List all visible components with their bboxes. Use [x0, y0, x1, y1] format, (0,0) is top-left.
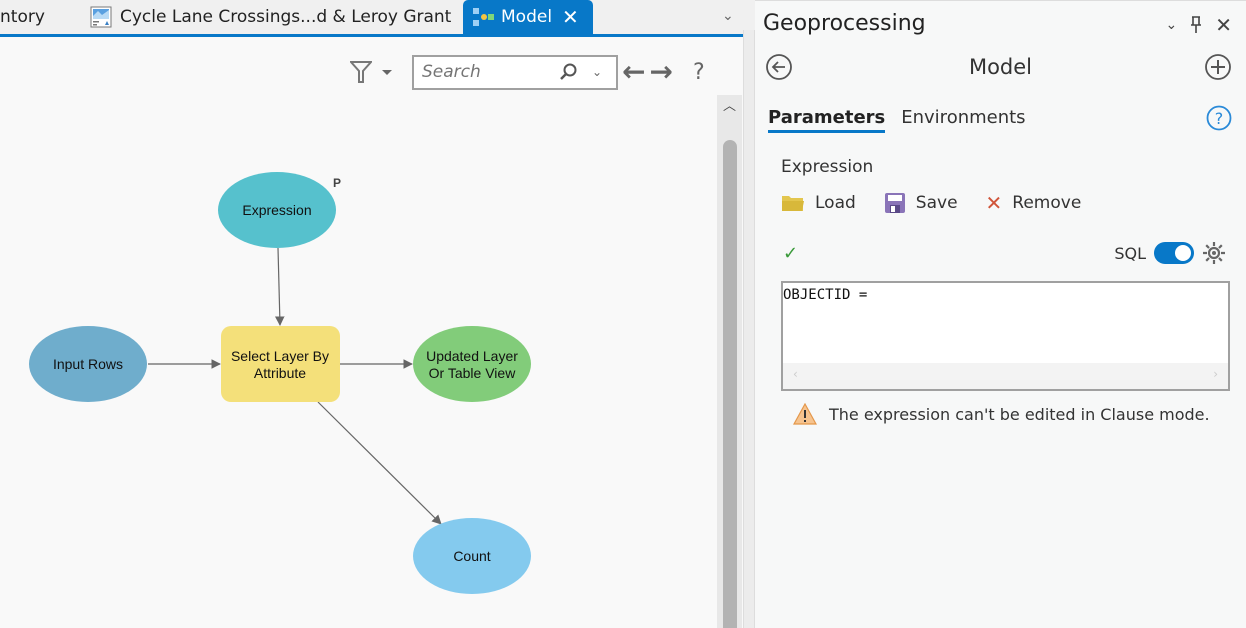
pane-title: Geoprocessing: [763, 11, 926, 36]
node-label: Count: [453, 548, 490, 564]
sql-toggle-row: SQL: [1114, 241, 1226, 265]
valid-check-icon: ✓: [783, 243, 799, 264]
warning-icon: [793, 403, 817, 425]
node-expression[interactable]: Expression P: [218, 172, 341, 248]
sql-expression-editor[interactable]: OBJECTID = ‹ ›: [781, 281, 1230, 391]
sql-toggle[interactable]: [1154, 242, 1194, 264]
parameter-label: Expression: [781, 157, 874, 177]
vertical-scrollbar[interactable]: ︿: [717, 95, 742, 628]
scrollbar-thumb[interactable]: [723, 140, 737, 628]
save-button[interactable]: Save: [884, 192, 958, 214]
load-button[interactable]: Load: [781, 193, 856, 213]
node-label: Select Layer By: [231, 348, 329, 364]
folder-icon: [782, 196, 804, 211]
model-view-pane: ntory Cycle Lane Crossings...d & Leroy G…: [0, 0, 744, 628]
expression-text[interactable]: OBJECTID =: [783, 287, 868, 303]
save-label: Save: [915, 193, 958, 213]
back-icon[interactable]: [765, 53, 793, 81]
chevron-down-icon[interactable]: ⌄: [722, 8, 734, 24]
warning-text: The expression can't be edited in Clause…: [829, 404, 1210, 424]
sql-label: SQL: [1114, 243, 1146, 263]
add-icon[interactable]: [1204, 53, 1232, 81]
pin-icon[interactable]: [1189, 16, 1203, 34]
tab-environments[interactable]: Environments: [901, 107, 1026, 128]
model-canvas[interactable]: Expression P Input Rows Select Layer By …: [0, 40, 715, 628]
edge-select-to-count[interactable]: [317, 401, 442, 525]
help-icon[interactable]: ?: [1206, 105, 1232, 131]
remove-button[interactable]: ✕ Remove: [986, 191, 1082, 215]
svg-text:?: ?: [1215, 109, 1224, 128]
close-icon[interactable]: ✕: [1215, 13, 1232, 37]
pane-controls: ⌄ ✕: [1166, 13, 1233, 37]
document-tab-bar: ntory Cycle Lane Crossings...d & Leroy G…: [0, 0, 744, 37]
tab-inventory[interactable]: ntory: [0, 0, 45, 34]
tab-parameters[interactable]: Parameters: [768, 107, 886, 133]
scroll-left-icon[interactable]: ‹: [793, 367, 798, 381]
remove-icon: ✕: [985, 191, 1003, 215]
dropdown-arrow-icon: [382, 69, 392, 75]
model-icon: [473, 8, 494, 26]
chevron-down-icon[interactable]: ⌄: [1165, 17, 1178, 33]
pane-splitter[interactable]: [743, 30, 755, 628]
back-arrow-icon[interactable]: ←: [622, 55, 646, 88]
node-updated-layer[interactable]: Updated Layer Or Table View: [413, 326, 531, 402]
chevron-down-icon[interactable]: ⌄: [592, 65, 603, 79]
search-input[interactable]: [422, 62, 552, 82]
map-layout-icon: [90, 6, 112, 28]
node-label: Or Table View: [429, 365, 517, 381]
node-label: Expression: [242, 202, 311, 218]
expression-actions: Load Save ✕ Remove: [781, 191, 1081, 215]
geoprocessing-pane: Geoprocessing ⌄ ✕ Model Parameters Envir…: [755, 0, 1246, 628]
horizontal-scrollbar[interactable]: ‹ ›: [783, 363, 1228, 389]
tab-model[interactable]: Model ✕: [463, 0, 593, 34]
filter-button[interactable]: [350, 60, 392, 84]
node-select-layer-by-attribute[interactable]: Select Layer By Attribute: [221, 326, 340, 402]
tool-name: Model: [968, 55, 1033, 79]
filter-icon: [350, 61, 372, 83]
load-label: Load: [815, 193, 856, 213]
tab-label: Model: [501, 7, 553, 27]
search-icon: [560, 63, 577, 80]
gp-tabs: Parameters Environments: [768, 107, 1026, 133]
parameter-badge: P: [333, 176, 341, 190]
tab-label: Cycle Lane Crossings...d & Leroy Grant: [120, 7, 452, 27]
scroll-up-icon[interactable]: ︿: [722, 99, 736, 114]
save-icon: [884, 193, 905, 213]
node-label: Input Rows: [53, 356, 123, 372]
warning-message: The expression can't be edited in Clause…: [793, 403, 1210, 425]
help-icon[interactable]: ?: [692, 59, 705, 85]
node-label: Updated Layer: [426, 348, 518, 364]
gear-icon[interactable]: [1202, 241, 1226, 265]
edge-expression-to-select[interactable]: [274, 247, 285, 326]
node-count[interactable]: Count: [413, 518, 531, 594]
scroll-right-icon[interactable]: ›: [1213, 367, 1218, 381]
close-tab-icon[interactable]: ✕: [562, 5, 579, 29]
model-toolbar: ⌄ ← → ?: [350, 52, 705, 92]
tab-layout[interactable]: Cycle Lane Crossings...d & Leroy Grant: [90, 0, 451, 34]
node-input-rows[interactable]: Input Rows: [29, 326, 147, 402]
node-label: Attribute: [254, 365, 306, 381]
remove-label: Remove: [1012, 193, 1082, 213]
forward-arrow-icon[interactable]: →: [649, 55, 673, 88]
search-box[interactable]: ⌄: [412, 54, 618, 90]
tab-label: ntory: [0, 7, 45, 27]
